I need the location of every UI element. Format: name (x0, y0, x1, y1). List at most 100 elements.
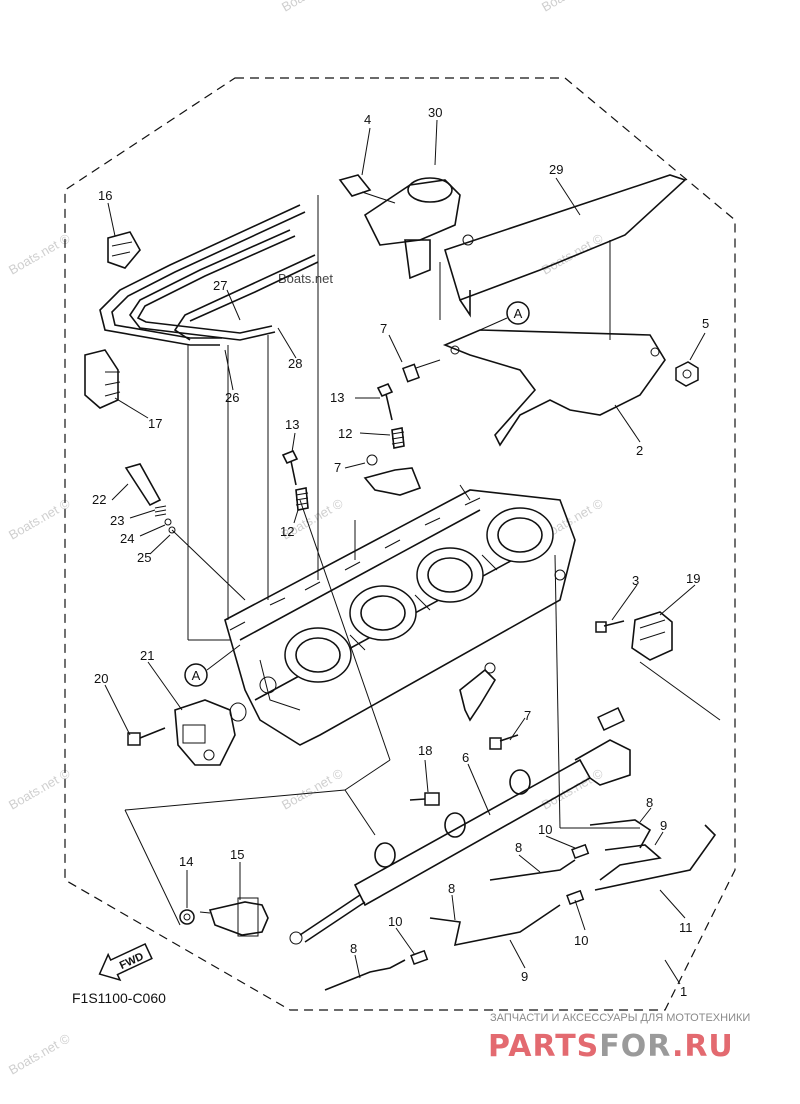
o-ring-25 (168, 526, 176, 534)
watermark-text: Boats.net © (6, 1030, 73, 1077)
hose-clip-16 (107, 231, 141, 269)
fwd-label: FWD (118, 951, 146, 972)
callout-12: 12 (338, 426, 352, 441)
bracket-2 (442, 329, 666, 447)
callout-7: 7 (380, 321, 387, 336)
watermark-text: Boats.net © (539, 0, 606, 15)
callout-11: 11 (679, 920, 693, 935)
callout-8: 8 (515, 840, 522, 855)
washer-24 (164, 518, 172, 526)
fuel-injector-15 (199, 897, 269, 937)
screw-13-b (281, 449, 299, 486)
assembly-boundary (64, 77, 736, 1011)
watermark-inline: Boats.net (278, 271, 333, 286)
watermark-text: Boats.net © (6, 765, 73, 812)
screw-7-top (402, 359, 441, 383)
screw-18 (409, 792, 440, 806)
callout-18: 18 (418, 743, 432, 758)
reference-label: A (192, 668, 201, 683)
bracket-7-lower (459, 662, 497, 722)
idle-screw-22 (124, 463, 162, 507)
callout-21: 21 (140, 648, 154, 663)
callout-4: 4 (364, 112, 371, 127)
brand-name-part: PARTS (488, 1029, 599, 1064)
callout-6: 6 (462, 750, 469, 765)
fuel-delivery-pipes (99, 195, 319, 641)
screw-20 (127, 727, 166, 746)
callout-13: 13 (330, 390, 344, 405)
pressure-regulator-30 (338, 174, 474, 280)
callout-9: 9 (521, 969, 528, 984)
callout-30: 30 (428, 105, 442, 120)
reference-label: A (514, 306, 523, 321)
callout-29: 29 (549, 162, 563, 177)
spring-12-a (391, 427, 405, 449)
callout-3: 3 (632, 573, 639, 588)
brand-name-part: .RU (672, 1029, 734, 1064)
seal-14 (179, 909, 195, 925)
spring-23 (154, 505, 167, 517)
callout-8: 8 (350, 941, 357, 956)
callout-labels: 1 2 3 4 5 6 7 7 7 8 8 8 8 9 9 10 10 10 1… (92, 105, 709, 999)
bracket-29 (439, 174, 687, 340)
callout-26: 26 (225, 390, 239, 405)
callout-13: 13 (285, 417, 299, 432)
spring-12-b (295, 487, 309, 511)
brand-name-part: FOR (599, 1029, 672, 1064)
brand-tagline: ЗАПЧАСТИ И АКСЕССУАРЫ ДЛЯ МОТОТЕХНИКИ (490, 1012, 750, 1024)
reference-marker-a: A (184, 644, 241, 687)
screw-3 (595, 620, 625, 633)
callout-28: 28 (288, 356, 302, 371)
callout-15: 15 (230, 847, 244, 862)
callout-12: 12 (280, 524, 294, 539)
sensor-19 (631, 611, 673, 661)
watermark-text: Boats.net © (6, 495, 73, 542)
callout-25: 25 (137, 550, 151, 565)
callout-20: 20 (94, 671, 108, 686)
callout-22: 22 (92, 492, 106, 507)
callout-24: 24 (120, 531, 134, 546)
watermark-text: Boats.net © (279, 0, 346, 15)
vacuum-hoses (324, 819, 717, 991)
brand-logo: PARTSFOR.RU (488, 1029, 734, 1064)
callout-16: 16 (98, 188, 112, 203)
screw-7-lower (489, 734, 519, 750)
watermark-text: Boats.net © (539, 765, 606, 812)
callout-9: 9 (660, 818, 667, 833)
leader-lines (104, 119, 721, 985)
callout-23: 23 (110, 513, 124, 528)
diagram-code: F1S1100-C060 (72, 990, 166, 1006)
reference-marker-a: A (479, 301, 530, 331)
throttle-position-sensor-21 (174, 699, 236, 766)
callout-8: 8 (448, 881, 455, 896)
watermark-text: Boats.net © (279, 765, 346, 812)
fuel-rail-6 (289, 707, 631, 945)
joint-10 (410, 949, 429, 966)
callout-5: 5 (702, 316, 709, 331)
watermark-text: Boats.net © (539, 230, 606, 277)
joint-10 (571, 843, 590, 860)
callout-14: 14 (179, 854, 193, 869)
callout-17: 17 (148, 416, 162, 431)
throttle-body-assembly (224, 484, 576, 746)
callout-19: 19 (686, 571, 700, 586)
watermark-text: Boats.net © (6, 230, 73, 277)
callout-27: 27 (213, 278, 227, 293)
brand-footer: ЗАПЧАСТИ И АКСЕССУАРЫ ДЛЯ МОТОТЕХНИКИ PA… (488, 1012, 750, 1064)
callout-7: 7 (334, 460, 341, 475)
callout-10: 10 (388, 914, 402, 929)
callout-7: 7 (524, 708, 531, 723)
callout-10: 10 (538, 822, 552, 837)
hose-holder-17 (84, 349, 121, 409)
joint-10 (566, 889, 585, 906)
forward-arrow-icon: FWD (98, 943, 153, 982)
callout-10: 10 (574, 933, 588, 948)
sensor-bracket-7 (363, 454, 422, 496)
callout-2: 2 (636, 443, 643, 458)
screw-13-a (376, 382, 394, 421)
callout-8: 8 (646, 795, 653, 810)
callout-1: 1 (680, 984, 687, 999)
nut-5 (675, 361, 699, 387)
